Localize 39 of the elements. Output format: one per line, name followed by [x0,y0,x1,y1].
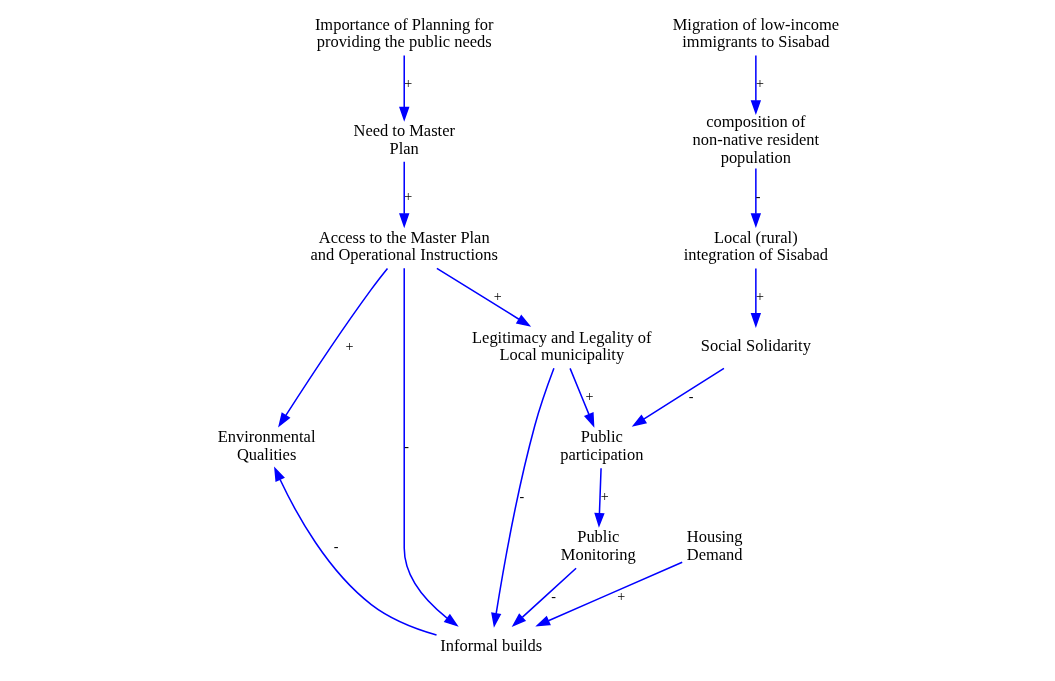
arrow [750,167,761,228]
arrow [402,267,459,627]
edge-label: + [584,387,593,404]
arrow [593,467,605,528]
edge-label: - [550,587,556,604]
edge-label: + [600,487,609,504]
edge-label: - [403,437,409,454]
node-text: Need to Master Plan [353,121,455,158]
edge-label: - [688,387,694,404]
node-text: composition of non-native resident population [692,112,819,167]
arrow [568,367,594,428]
arrow [398,54,409,122]
node-text: Local (rural) integration of Sisabad [683,227,828,265]
edge-label: - [333,537,338,554]
node-text: Housing Demand [686,527,743,565]
node-text: Migration of low-income immigrants to Sisabad [672,14,839,52]
edge-label: + [345,337,354,354]
edge-label: + [403,74,412,91]
arrow [511,567,577,628]
node-text: Importance of Planning for providing the public needs [314,14,494,52]
edge-label: - [755,187,761,204]
arrow [490,367,555,628]
arrow [631,367,725,427]
node-text: Access to the Master Plan and Operational Instructions [310,227,498,265]
arrow [534,561,683,627]
edge-label: + [403,187,412,204]
arrow [435,267,531,327]
node-text: Public Monitoring [560,527,636,565]
edge-label: + [493,287,502,304]
node-text: Environmental Qualities [217,427,316,465]
edge-label: + [616,587,625,604]
edge-label: - [518,487,524,504]
arrow [277,267,388,428]
node-text: Public participation [559,427,643,465]
node-text: Informal builds [439,636,542,656]
arrow [398,161,409,229]
arrow [273,466,437,636]
node-text: Social Solidarity [700,336,811,356]
node-text: Legitimacy and Legality of Local municipality [471,327,652,365]
